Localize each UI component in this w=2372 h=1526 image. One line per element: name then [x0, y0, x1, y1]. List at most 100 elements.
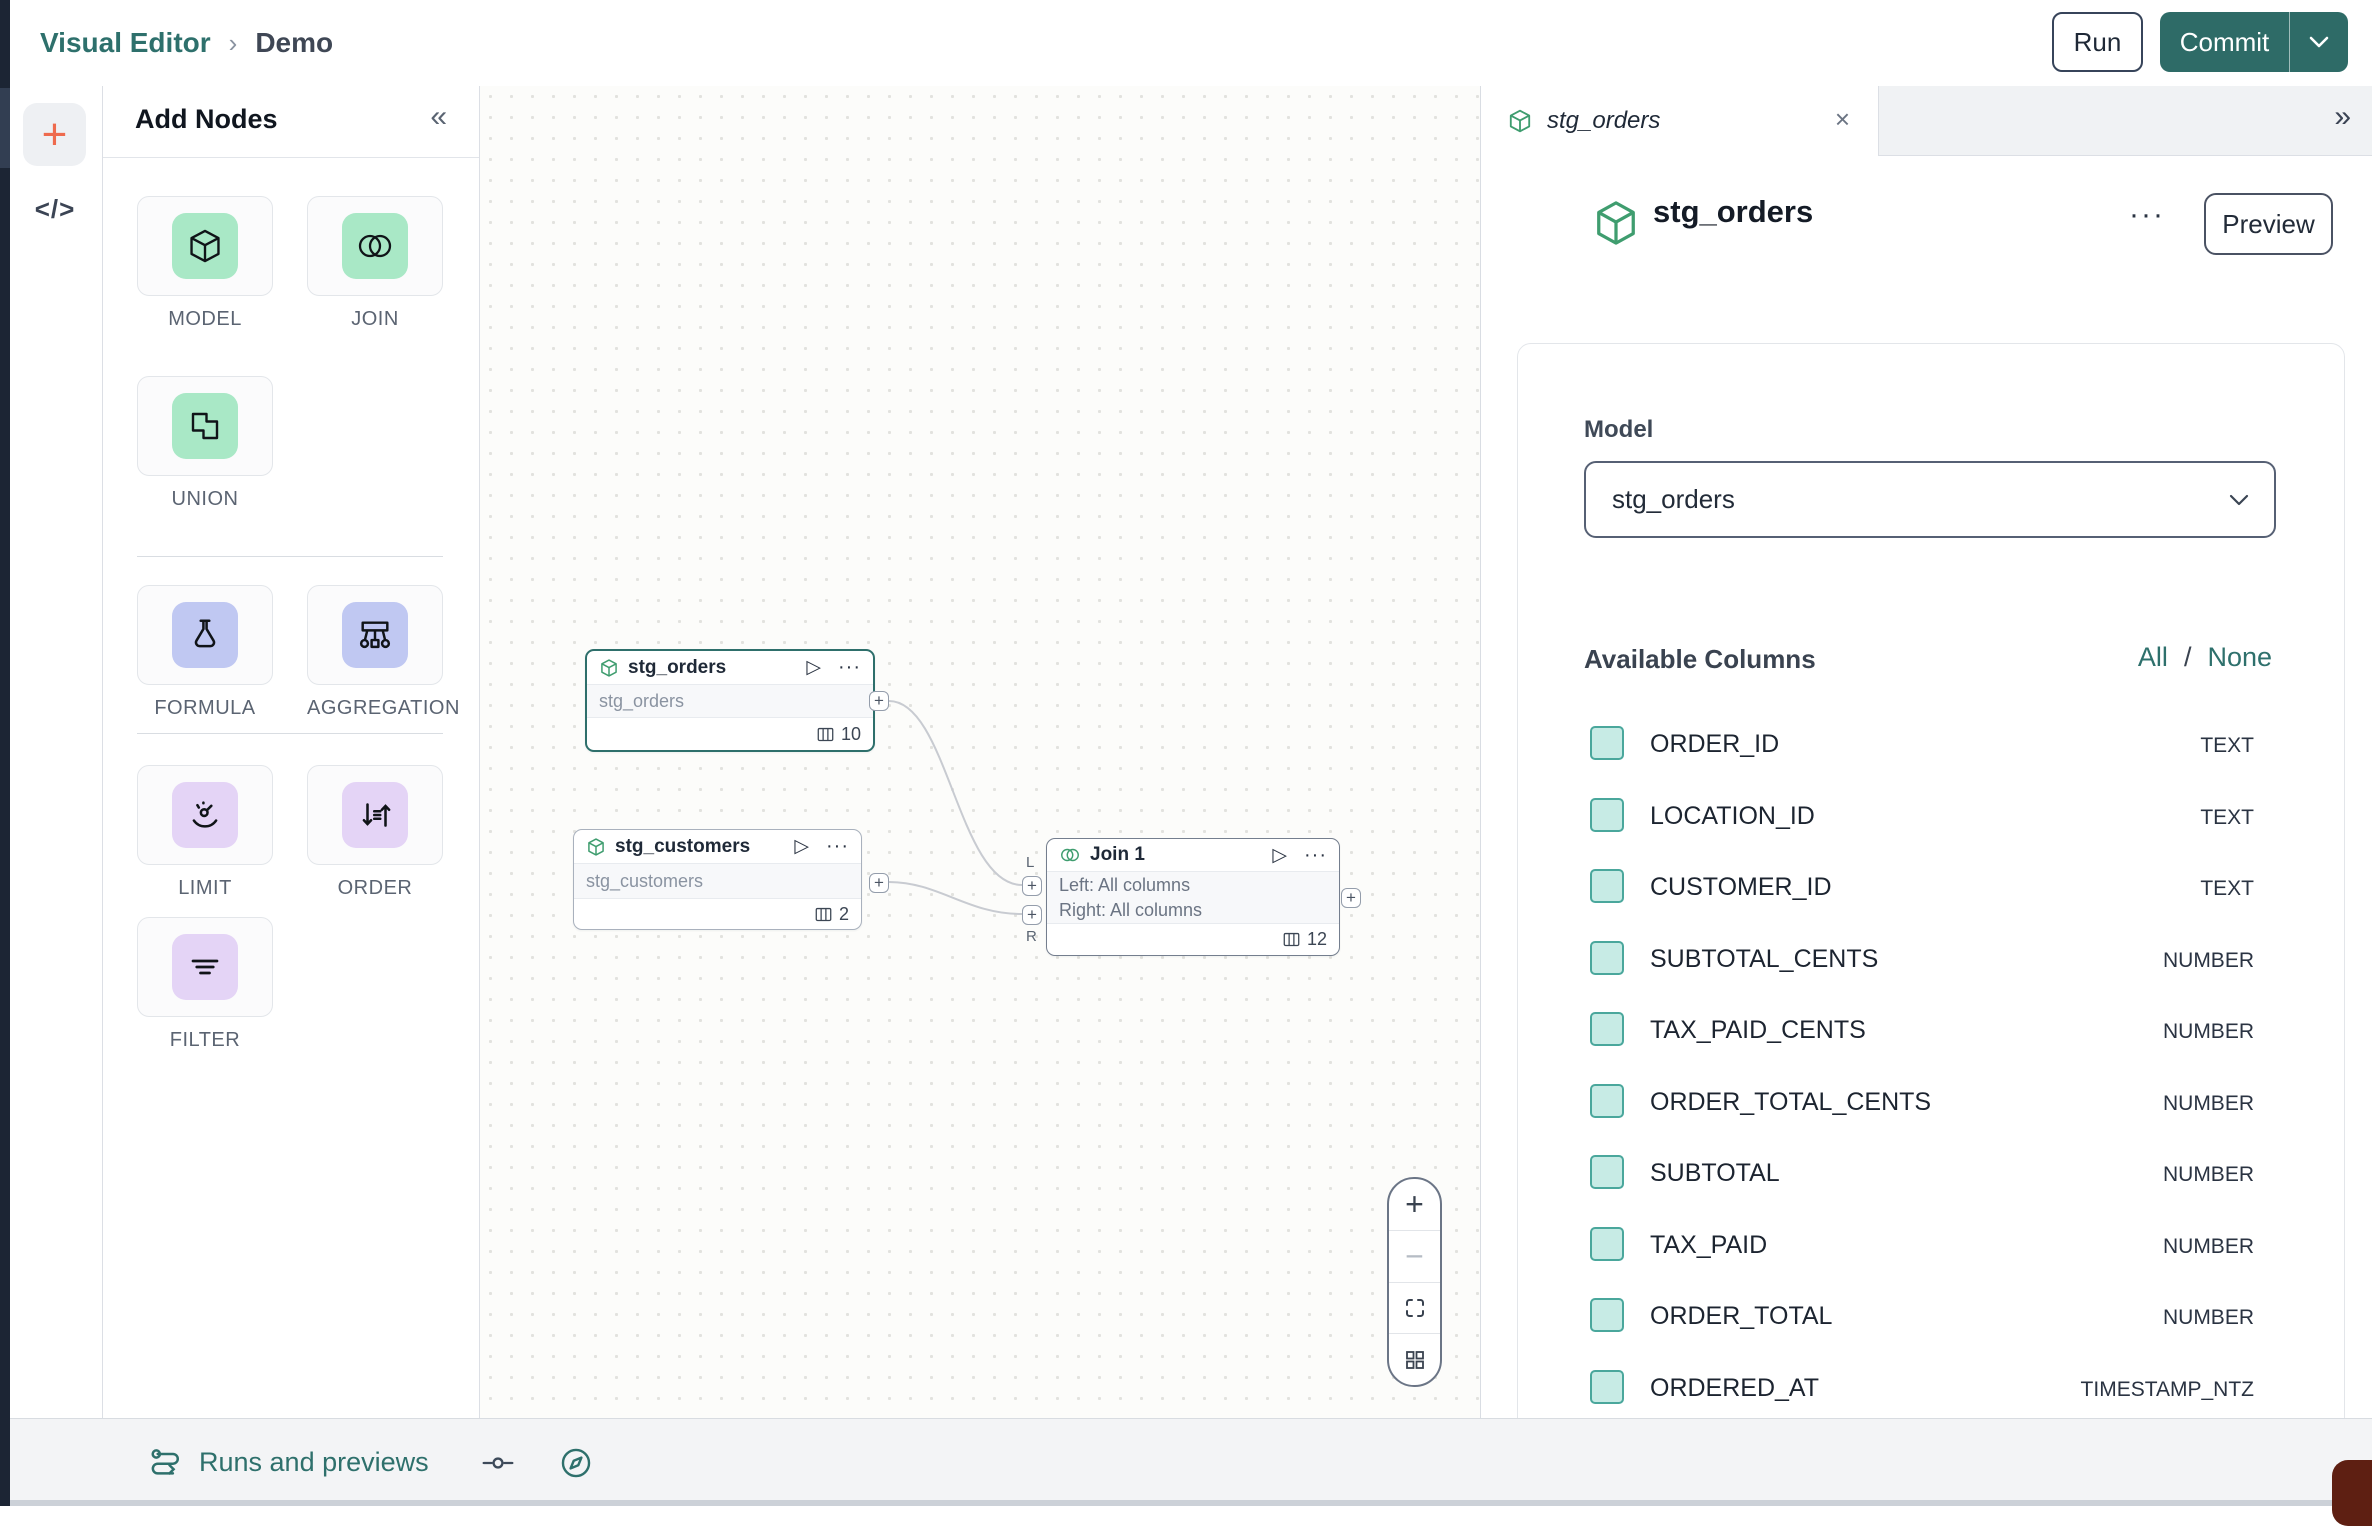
commit-dropdown-button[interactable] [2290, 12, 2348, 72]
plus-icon: + [874, 691, 884, 710]
model-cube-icon [172, 213, 238, 279]
column-row: CUSTOMER_ID TEXT [1518, 867, 2344, 907]
column-checkbox[interactable] [1590, 1227, 1624, 1261]
column-checkbox[interactable] [1590, 941, 1624, 975]
add-node-tile-model[interactable] [137, 196, 273, 296]
inspector-menu-icon[interactable]: ··· [2129, 198, 2165, 231]
run-node-icon[interactable]: ▷ [794, 836, 810, 857]
help-widget-corner[interactable] [2332, 1460, 2372, 1526]
tile-label-filter: FILTER [169, 1029, 241, 1051]
add-nodes-title: Add Nodes [135, 104, 278, 134]
node-menu-icon[interactable]: ··· [1304, 843, 1327, 866]
plus-icon: + [1027, 905, 1037, 924]
left-toolbar-rail: + </> [10, 86, 103, 1418]
column-type: TEXT [2200, 734, 2254, 757]
tile-label-model: MODEL [168, 308, 242, 330]
join-circles-icon [1061, 848, 1079, 862]
node-title: Join 1 [1090, 844, 1145, 865]
tab-stg-orders[interactable]: stg_orders × [1481, 86, 1879, 156]
column-checkbox[interactable] [1590, 869, 1624, 903]
node-column-count: 12 [1306, 929, 1327, 949]
plus-icon: + [1027, 876, 1037, 895]
bottom-edge-strip [10, 1500, 2372, 1506]
available-columns-label: Available Columns [1584, 644, 1816, 674]
column-row: TAX_PAID NUMBER [1518, 1225, 2344, 1265]
close-tab-icon[interactable]: × [1834, 104, 1850, 134]
expand-panel-icon[interactable]: » [2334, 100, 2351, 133]
column-checkbox[interactable] [1590, 1012, 1624, 1046]
canvas-node-join-1[interactable]: Join 1 ▷ ··· Left: All columns Right: Al… [1046, 838, 1340, 956]
select-all-link[interactable]: All [2137, 642, 2168, 672]
column-type: NUMBER [2162, 1235, 2254, 1258]
column-type: NUMBER [2162, 1020, 2254, 1043]
node-model-ref: stg_customers [574, 863, 861, 899]
add-node-tile-join[interactable] [307, 196, 443, 296]
node-model-ref: stg_orders [587, 684, 873, 718]
join-right-input-port[interactable]: + [1022, 905, 1042, 925]
node-menu-icon[interactable]: ··· [826, 835, 849, 857]
compass-icon[interactable] [559, 1446, 593, 1480]
add-nodes-panel: Add Nodes « MODEL JOIN UNION FORMULA AGG… [103, 86, 480, 1418]
run-button[interactable]: Run [2052, 12, 2143, 72]
column-checkbox[interactable] [1590, 1370, 1624, 1404]
model-select[interactable]: stg_orders [1584, 461, 2276, 538]
canvas-zoom-toolbar: + − [1387, 1177, 1442, 1387]
preview-button[interactable]: Preview [2204, 193, 2333, 255]
column-checkbox[interactable] [1590, 1084, 1624, 1118]
edge-connectors [887, 700, 1023, 915]
inspector-title: stg_orders [1653, 194, 1814, 229]
run-node-icon[interactable]: ▷ [806, 657, 822, 678]
select-none-link[interactable]: None [2207, 642, 2272, 672]
columns-icon [815, 907, 832, 921]
tile-label-join: JOIN [351, 308, 399, 330]
run-node-icon[interactable]: ▷ [1272, 844, 1288, 866]
join-left-input-port[interactable]: + [1022, 876, 1042, 896]
column-name: SUBTOTAL_CENTS [1650, 945, 1879, 973]
stg-orders-output-port[interactable]: + [869, 691, 889, 711]
column-checkbox[interactable] [1590, 1298, 1624, 1332]
git-commit-icon[interactable] [481, 1450, 515, 1476]
columns-icon [817, 727, 834, 741]
column-checkbox[interactable] [1590, 1155, 1624, 1189]
model-cube-icon [601, 658, 617, 677]
add-node-tile-filter[interactable] [137, 917, 273, 1017]
node-title: stg_customers [615, 835, 751, 857]
canvas-node-stg-customers[interactable]: stg_customers ▷ ··· stg_customers 2 [573, 829, 862, 930]
column-name: ORDER_TOTAL [1650, 1302, 1833, 1330]
add-node-tile-formula[interactable] [137, 585, 273, 685]
collapse-panel-icon[interactable]: « [430, 100, 447, 133]
column-row: SUBTOTAL NUMBER [1518, 1153, 2344, 1193]
node-title: stg_orders [628, 656, 727, 678]
commit-split-button[interactable]: Commit [2160, 12, 2348, 72]
column-checkbox[interactable] [1590, 798, 1624, 832]
add-node-button[interactable]: + [23, 103, 86, 166]
zoom-in-button[interactable]: + [1389, 1179, 1440, 1231]
column-row: LOCATION_ID TEXT [1518, 796, 2344, 836]
add-node-tile-union[interactable] [137, 376, 273, 476]
column-type: NUMBER [2162, 1163, 2254, 1186]
node-menu-icon[interactable]: ··· [838, 656, 861, 678]
add-node-tile-aggregation[interactable] [307, 585, 443, 685]
column-checkbox[interactable] [1590, 726, 1624, 760]
grid-layout-icon [1405, 1350, 1424, 1369]
breadcrumb-separator-icon: › [228, 27, 238, 58]
zoom-out-button[interactable]: − [1389, 1231, 1440, 1283]
add-node-tile-limit[interactable] [137, 765, 273, 865]
tile-label-aggregation: AGGREGATION [307, 697, 460, 719]
commit-button[interactable]: Commit [2160, 12, 2290, 72]
column-row: ORDERED_AT TIMESTAMP_NTZ [1518, 1368, 2344, 1408]
column-type: NUMBER [2162, 1092, 2254, 1115]
column-type: NUMBER [2162, 1306, 2254, 1329]
fit-view-button[interactable] [1389, 1283, 1440, 1335]
breadcrumb-root-link[interactable]: Visual Editor [40, 27, 211, 58]
add-node-tile-order[interactable] [307, 765, 443, 865]
code-view-button[interactable]: </> [34, 194, 76, 224]
runs-and-previews-button[interactable]: Runs and previews [199, 1447, 429, 1477]
node-column-count: 2 [838, 903, 849, 924]
canvas-node-stg-orders[interactable]: stg_orders ▷ ··· stg_orders 10 [585, 649, 875, 752]
auto-layout-button[interactable] [1389, 1334, 1440, 1385]
column-name: TAX_PAID [1650, 1231, 1768, 1259]
join-output-port[interactable]: + [1341, 888, 1361, 908]
stg-customers-output-port[interactable]: + [869, 873, 889, 893]
dag-canvas[interactable]: stg_orders ▷ ··· stg_orders 10 + stg_cus… [480, 86, 1480, 1418]
